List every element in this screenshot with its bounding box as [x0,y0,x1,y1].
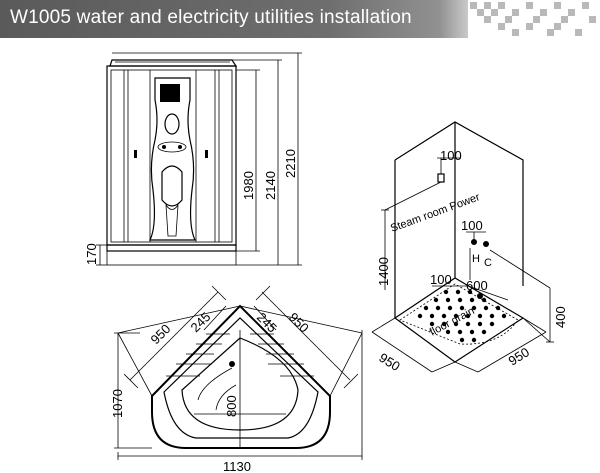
front-view-cabin [106,59,238,266]
header: W1005 water and electricity utilities in… [0,0,600,38]
dim-950-right: 950 [506,344,532,368]
header-bar [0,0,468,38]
dim-1400: 1400 [376,257,391,286]
dim-950-left: 950 [376,350,402,374]
label-floor-drain: floor drain [428,305,477,339]
dim-1070: 1070 [110,389,125,418]
dim-100-top: 100 [440,148,462,163]
dim-170: 170 [84,243,99,265]
dim-2140: 2140 [263,171,278,200]
dim-100-low: 100 [430,272,452,287]
dim-950-left: 950 [148,321,174,347]
checker-pattern-decoration [470,2,596,36]
dim-800: 800 [224,395,239,417]
installation-drawing: 1980 2140 2210 170 [84,52,568,473]
page-title: W1005 water and electricity utilities in… [10,7,412,28]
top-view-tray [151,304,331,449]
dim-1130: 1130 [223,459,251,473]
dim-245-right: 245 [254,310,280,336]
iso-view-dimensions: 100 100 1400 100 600 400 950 950 Steam r… [371,148,568,374]
dim-1980: 1980 [241,171,256,200]
dim-600: 600 [466,278,488,293]
dim-2210: 2210 [283,149,298,178]
label-cold: C [484,257,492,269]
dim-950-right: 950 [286,310,312,336]
label-hot: H [472,253,480,265]
top-view-dimensions: 950 245 245 950 1070 800 1130 [110,285,363,473]
front-view-dimensions: 1980 2140 2210 170 [84,52,302,266]
iso-view-room [393,121,525,363]
dim-100-mid: 100 [461,218,483,233]
dim-400: 400 [553,306,568,328]
